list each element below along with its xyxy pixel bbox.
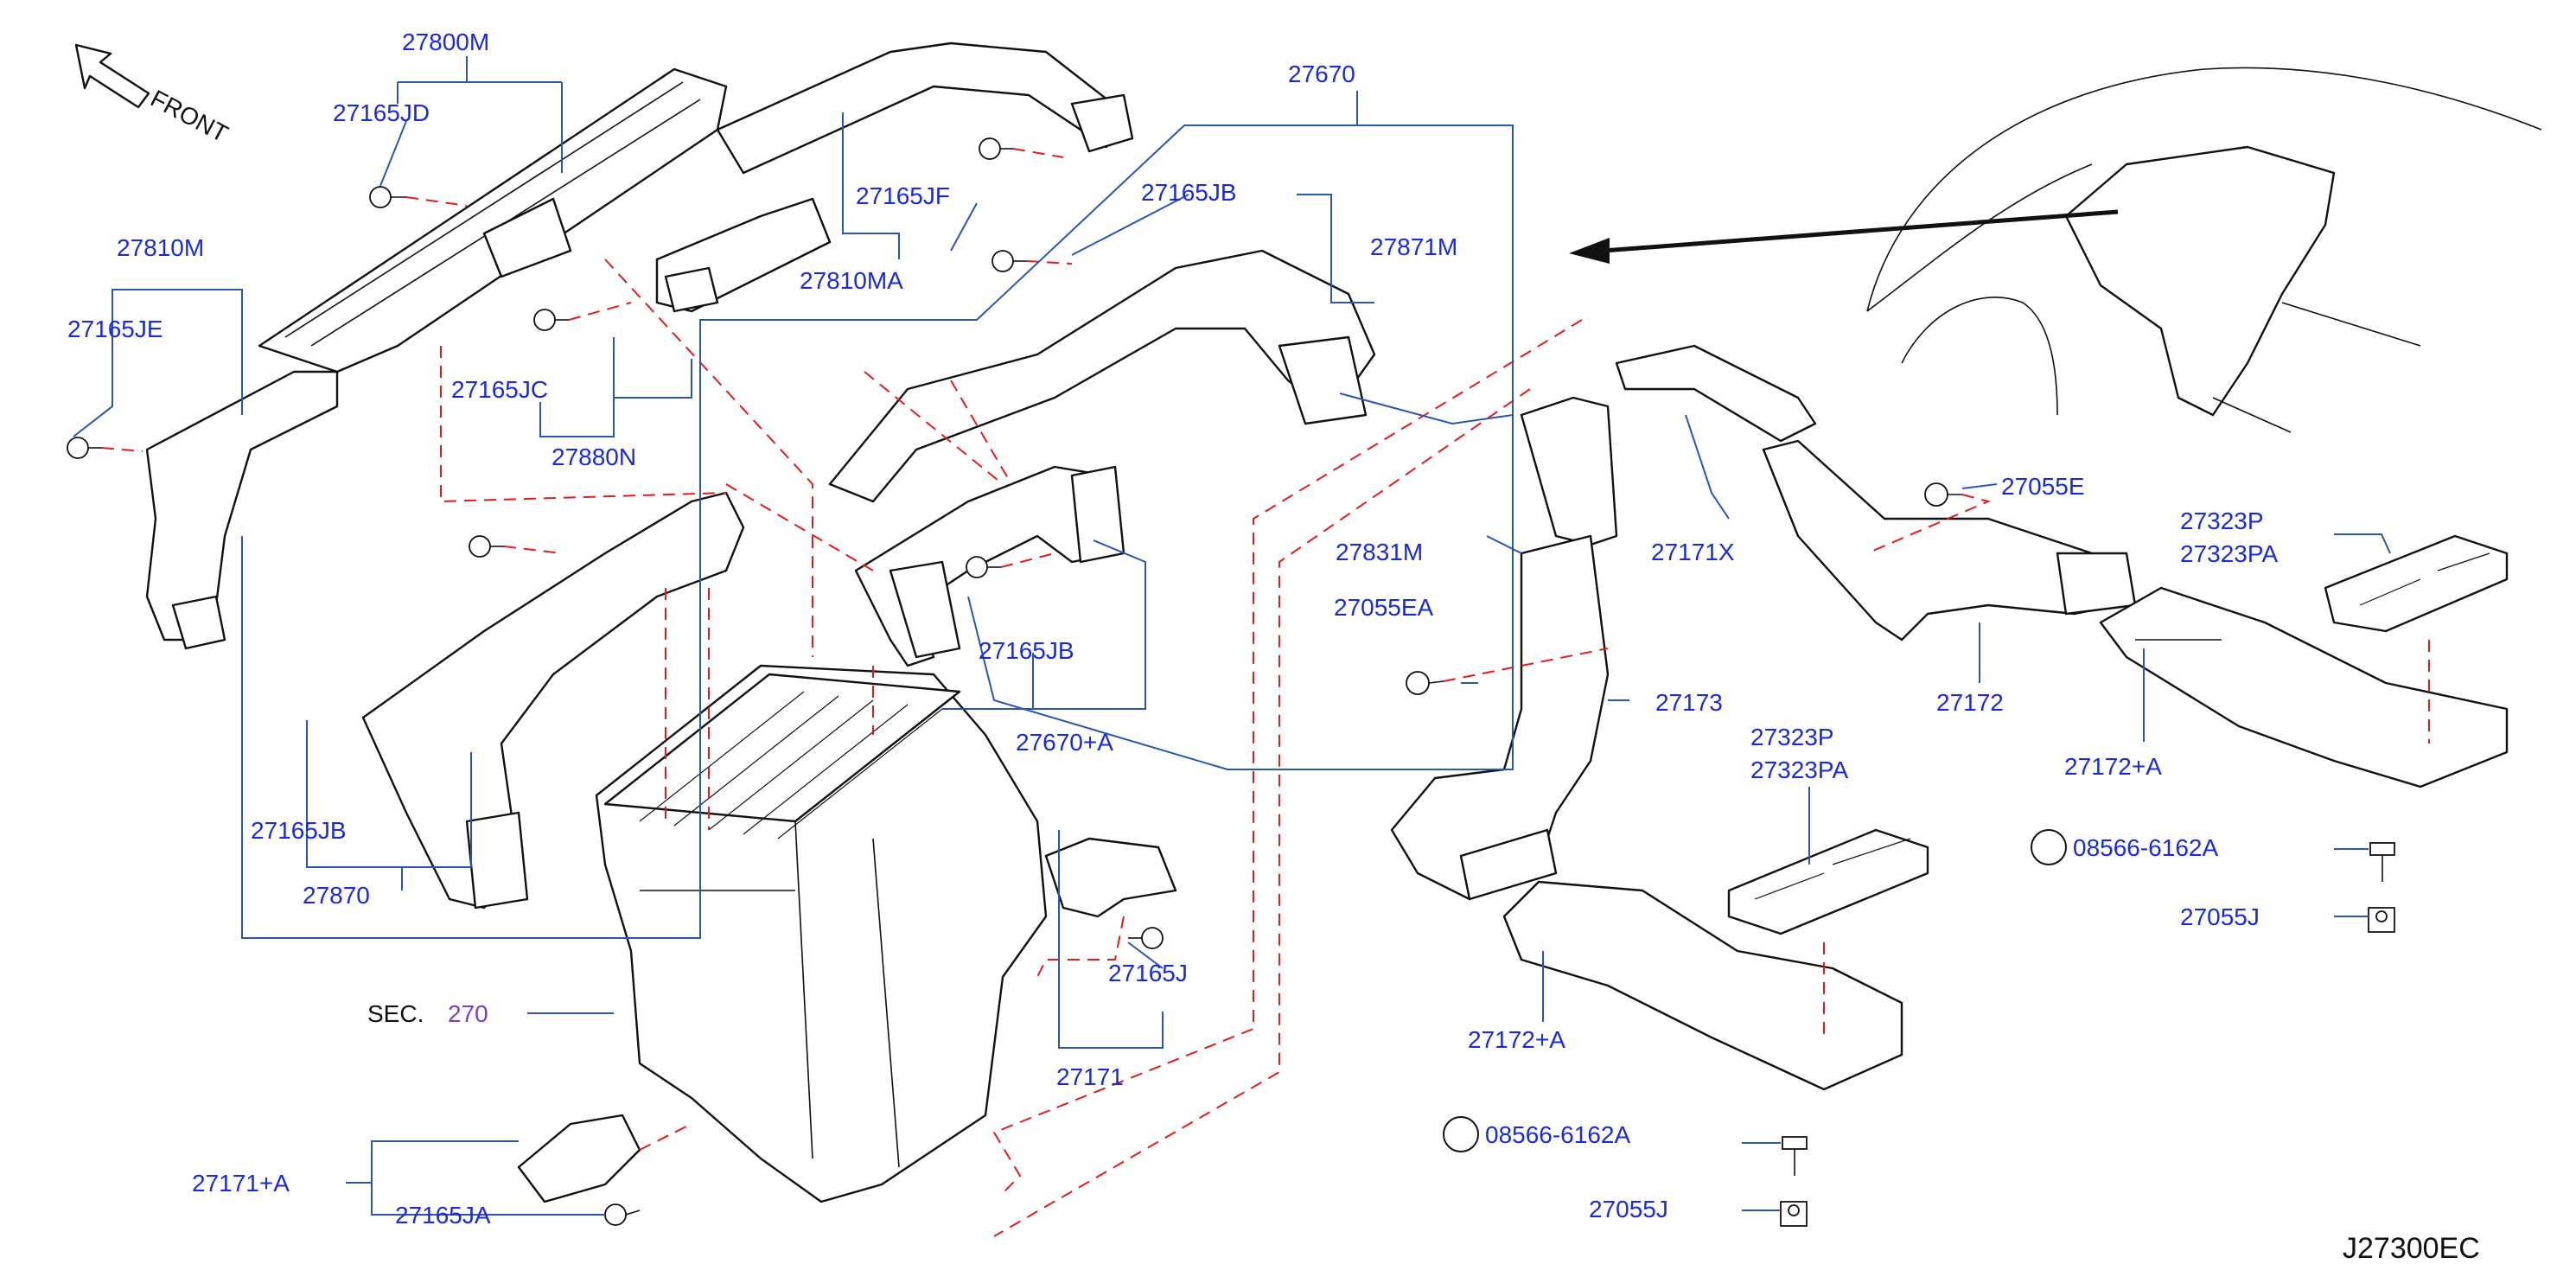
label-08566-bottom: 08566-6162A bbox=[1485, 1121, 1630, 1148]
vehicle-dashboard-view bbox=[1866, 67, 2542, 433]
label-27172A-right: 27172+A bbox=[2064, 753, 2162, 780]
label-27800M: 27800M bbox=[402, 29, 489, 55]
badge-b-top bbox=[2031, 829, 2067, 865]
duct-27800M bbox=[258, 67, 728, 373]
front-arrow-icon bbox=[74, 43, 150, 109]
bolt-icon bbox=[533, 309, 569, 331]
label-27323P-top: 27323P bbox=[2180, 507, 2264, 534]
label-27323PA-top: 27323PA bbox=[2180, 540, 2278, 567]
label-27055E: 27055E bbox=[2001, 473, 2085, 500]
label-27165JC: 27165JC bbox=[451, 376, 548, 403]
label-27871M: 27871M bbox=[1370, 233, 1457, 260]
label-27165JB-top: 27165JB bbox=[1141, 179, 1237, 206]
label-27810M: 27810M bbox=[117, 234, 204, 261]
grille-27323P-upper bbox=[2324, 534, 2509, 633]
duct-27810MA bbox=[716, 41, 1134, 175]
label-27670A: 27670+A bbox=[1016, 729, 1113, 756]
label-27172: 27172 bbox=[1936, 689, 2004, 716]
label-27870: 27870 bbox=[303, 882, 370, 909]
label-sec-number: 270 bbox=[448, 1000, 488, 1027]
badge-b-bottom bbox=[1443, 1116, 1479, 1152]
duct-27172A-lower bbox=[1502, 880, 1903, 1091]
screw-icon bbox=[2369, 842, 2395, 882]
label-27165J: 27165J bbox=[1108, 960, 1188, 986]
label-27055J-bottom: 27055J bbox=[1589, 1196, 1668, 1222]
label-27165JB-left: 27165JB bbox=[251, 817, 347, 844]
bolt-icon bbox=[1924, 482, 1962, 507]
duct-27171A bbox=[517, 1114, 641, 1203]
bolt-icon bbox=[979, 137, 1013, 160]
screw-icon bbox=[1782, 1136, 1808, 1176]
label-27165JB-mid: 27165JB bbox=[979, 637, 1074, 664]
label-27171X: 27171X bbox=[1651, 539, 1735, 565]
label-08566-top: 08566-6162A bbox=[2073, 834, 2218, 861]
duct-27173 bbox=[1390, 534, 1610, 901]
label-sec: SEC. bbox=[367, 1000, 424, 1027]
duct-27172 bbox=[1762, 439, 2137, 642]
label-27670: 27670 bbox=[1288, 61, 1355, 87]
label-27165JD: 27165JD bbox=[333, 99, 430, 126]
nut-icon bbox=[2368, 907, 2395, 933]
label-27171A: 27171+A bbox=[192, 1170, 290, 1197]
view-arrow-icon bbox=[1569, 238, 1610, 264]
bolt-icon bbox=[369, 186, 406, 208]
bolt-icon bbox=[1406, 671, 1444, 695]
duct-27172A-upper bbox=[2099, 586, 2509, 788]
nut-icon bbox=[1780, 1201, 1808, 1227]
label-27165JA: 27165JA bbox=[395, 1202, 491, 1229]
bolt-icon bbox=[966, 556, 1001, 578]
duct-27171X bbox=[1615, 344, 1817, 443]
bolt-icon bbox=[469, 535, 504, 558]
front-label: FRONT bbox=[146, 85, 233, 148]
label-27165JE: 27165JE bbox=[67, 316, 163, 342]
bolt-icon bbox=[604, 1203, 641, 1226]
label-27323PA-mid: 27323PA bbox=[1750, 756, 1848, 783]
label-27880N: 27880N bbox=[552, 444, 636, 470]
bolt-icon bbox=[992, 250, 1027, 272]
label-27165JF: 27165JF bbox=[856, 182, 950, 209]
duct-27810M bbox=[145, 370, 339, 650]
duct-27870 bbox=[361, 491, 745, 910]
duct-27831M bbox=[1520, 396, 1618, 546]
label-27171: 27171 bbox=[1056, 1063, 1124, 1090]
duct-27871M bbox=[828, 249, 1376, 503]
label-27173: 27173 bbox=[1655, 689, 1723, 716]
bolt-icon bbox=[67, 437, 102, 459]
heater-unit-270 bbox=[595, 664, 1048, 1203]
label-27172A-bottom: 27172+A bbox=[1468, 1026, 1565, 1053]
bolt-icon bbox=[1128, 927, 1164, 949]
duct-27171 bbox=[1044, 837, 1177, 918]
duct-27880N bbox=[655, 197, 832, 313]
diagram-code: J27300EC bbox=[2343, 1232, 2480, 1265]
label-27323P-mid: 27323P bbox=[1750, 724, 1834, 750]
grille-27323P-lower bbox=[1727, 828, 1929, 935]
label-27055J-top: 27055J bbox=[2180, 903, 2260, 930]
duct-27670A bbox=[854, 465, 1125, 667]
label-27831M: 27831M bbox=[1336, 539, 1423, 565]
label-27055EA: 27055EA bbox=[1334, 594, 1434, 621]
label-27810MA: 27810MA bbox=[800, 267, 903, 294]
